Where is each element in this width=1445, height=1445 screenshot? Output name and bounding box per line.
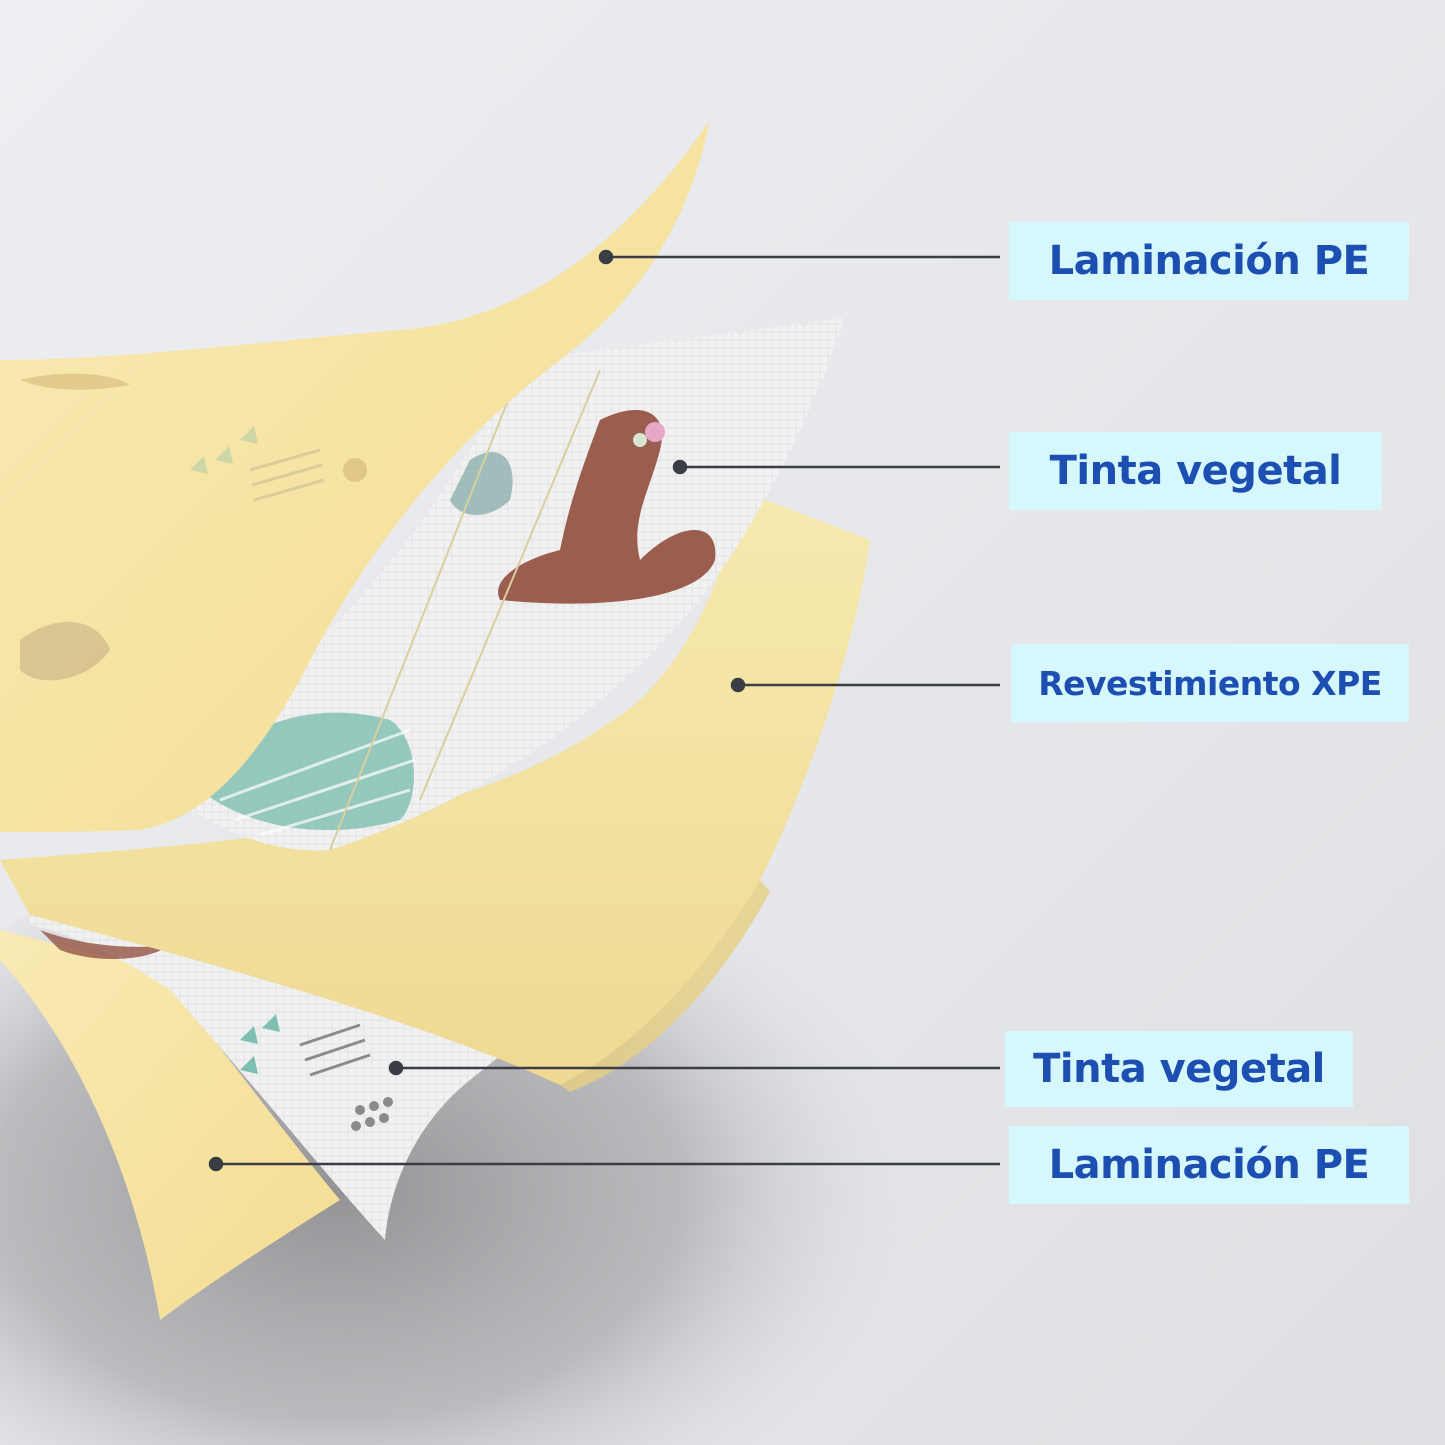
bottom-pe-layer <box>0 930 340 1320</box>
top-pe-pattern <box>20 373 367 681</box>
leader-lines <box>208 249 1000 1172</box>
label-text: Laminación PE <box>1048 238 1370 284</box>
label-vegetable-ink-top: Tinta vegetal <box>1009 432 1382 510</box>
bottom-ink-pattern <box>40 930 393 1131</box>
fox-illustration <box>498 410 716 604</box>
label-pe-lamination-bottom: Laminación PE <box>1009 1126 1409 1204</box>
label-text: Laminación PE <box>1048 1142 1370 1188</box>
leader-dot-4 <box>388 1060 404 1076</box>
xpe-edge <box>560 880 770 1092</box>
xpe-coating-layer <box>0 490 870 1085</box>
leader-dot-1 <box>598 249 614 265</box>
label-pe-lamination-top: Laminación PE <box>1009 222 1409 300</box>
label-text: Tinta vegetal <box>1049 448 1342 494</box>
label-vegetable-ink-bottom: Tinta vegetal <box>1005 1031 1353 1107</box>
label-text: Tinta vegetal <box>1033 1046 1325 1092</box>
top-pe-layer <box>0 120 710 832</box>
bottom-ink-layer <box>30 910 520 1240</box>
label-xpe-coating: Revestimiento XPE <box>1011 644 1409 722</box>
leader-dot-2 <box>672 459 688 475</box>
leader-dot-5 <box>208 1156 224 1172</box>
label-text: Revestimiento XPE <box>1038 663 1382 703</box>
leader-dot-3 <box>730 677 746 693</box>
